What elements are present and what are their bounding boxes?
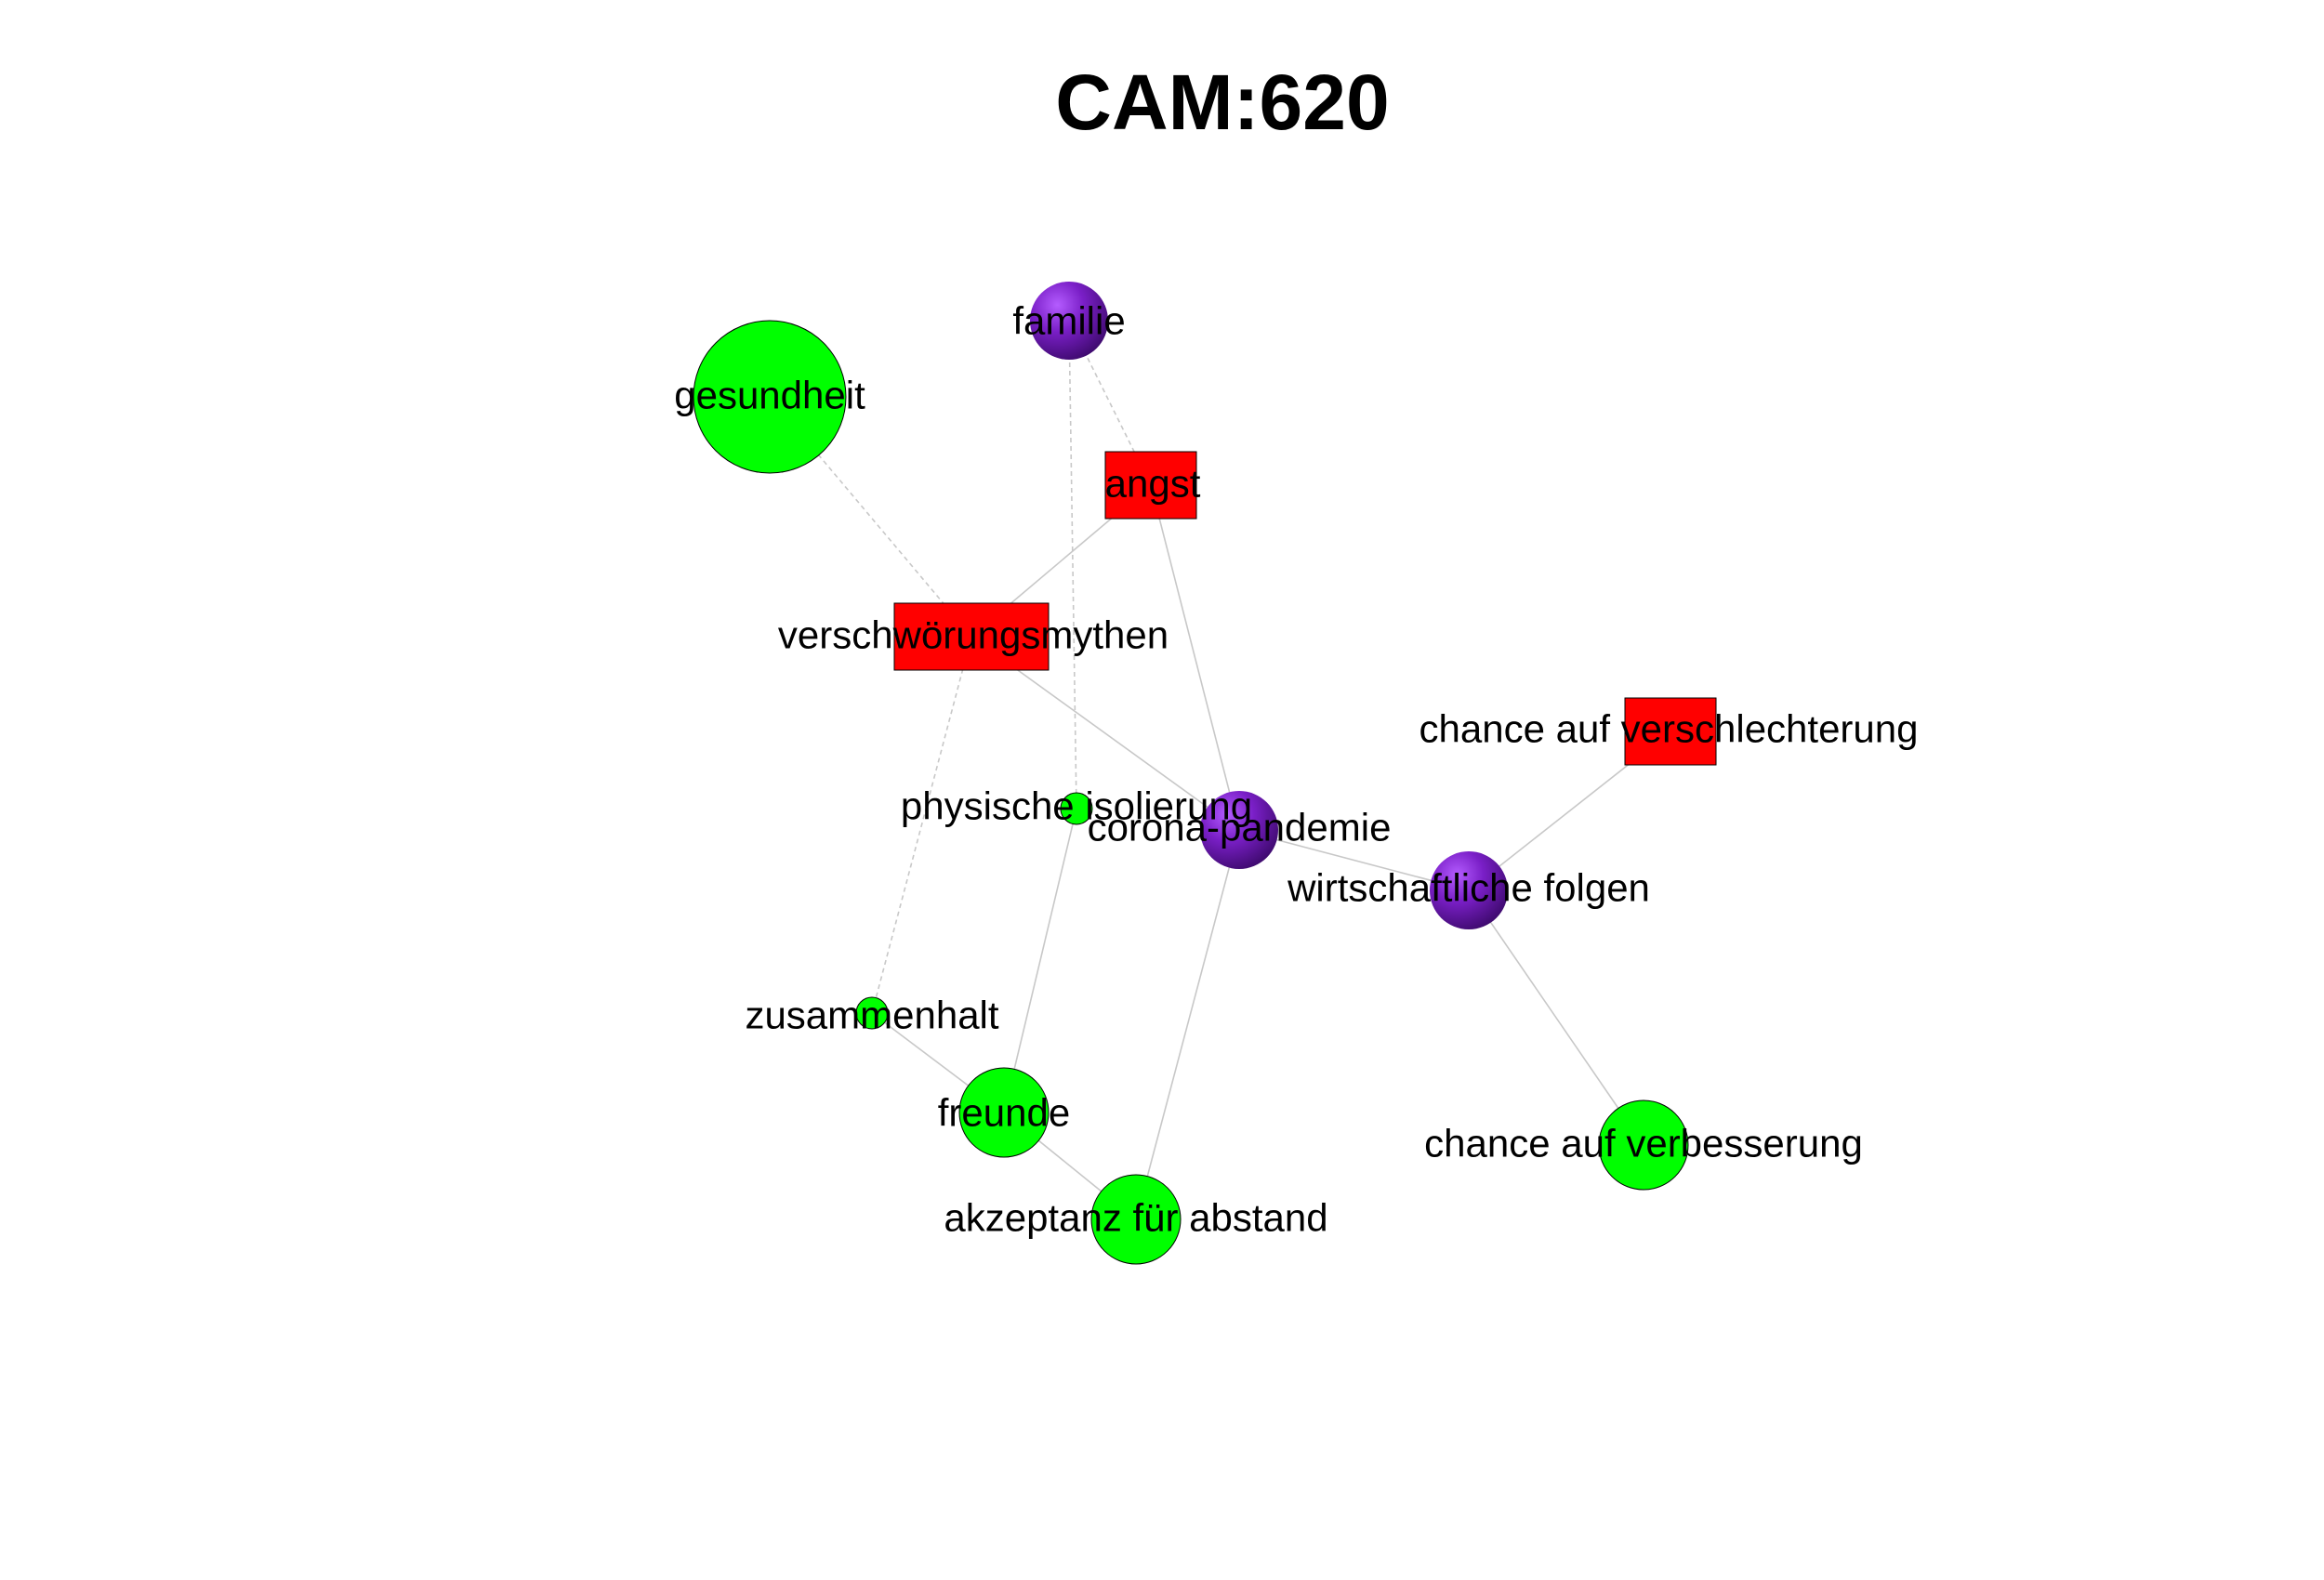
node-label-akzeptanz-abstand: akzeptanz für abstand <box>944 1196 1327 1240</box>
node-chance-verbesserung[interactable] <box>1598 1099 1689 1191</box>
node-corona-pandemie[interactable] <box>1200 791 1278 869</box>
node-freunde[interactable] <box>958 1067 1050 1158</box>
node-label-chance-verbesserung: chance auf verbesserung <box>1424 1122 1863 1165</box>
node-label-gesundheit: gesundheit <box>674 374 865 417</box>
node-label-freunde: freunde <box>938 1091 1070 1135</box>
page-title: CAM:620 <box>1055 59 1390 146</box>
node-label-familie: familie <box>1012 299 1125 343</box>
node-layer <box>693 282 1717 1265</box>
node-akzeptanz-abstand[interactable] <box>1090 1174 1182 1265</box>
node-label-angst: angst <box>1105 462 1201 506</box>
edge-physische-isolierung-freunde <box>1003 808 1077 1113</box>
edge-corona-pandemie-akzeptanz-abstand <box>1135 829 1240 1220</box>
edge-layer <box>769 320 1671 1220</box>
edge-wirtschaftliche-folgen-chance-verbesserung <box>1468 889 1644 1146</box>
node-verschwoerungsmythen[interactable] <box>893 602 1050 671</box>
edge-verschwoerungsmythen-zusammenhalt <box>871 636 972 1014</box>
node-familie[interactable] <box>1030 282 1108 360</box>
edge-corona-pandemie-wirtschaftliche-folgen <box>1238 829 1470 891</box>
node-wirtschaftliche-folgen[interactable] <box>1430 851 1508 929</box>
node-chance-verschlechterung[interactable] <box>1624 697 1717 766</box>
node-angst[interactable] <box>1104 451 1197 520</box>
node-label-chance-verschlechterung: chance auf verschlechterung <box>1419 707 1919 751</box>
node-label-verschwoerungsmythen: verschwörungsmythen <box>778 613 1169 657</box>
node-label-physische-isolierung: physische isolierung <box>901 784 1252 828</box>
node-label-wirtschaftliche-folgen: wirtschaftliche folgen <box>1287 866 1650 910</box>
node-zusammenhalt[interactable] <box>855 996 889 1030</box>
label-layer: familie gesundheit angst verschwörungsmythe… <box>674 299 1918 1240</box>
edge-familie-physische-isolierung <box>1068 320 1077 810</box>
node-label-zusammenhalt: zusammenhalt <box>745 994 998 1037</box>
node-physische-isolierung[interactable] <box>1060 792 1093 825</box>
edge-angst-corona-pandemie <box>1150 484 1240 831</box>
node-label-corona-pandemie: corona-pandemie <box>1088 806 1392 849</box>
node-gesundheit[interactable] <box>693 320 847 474</box>
